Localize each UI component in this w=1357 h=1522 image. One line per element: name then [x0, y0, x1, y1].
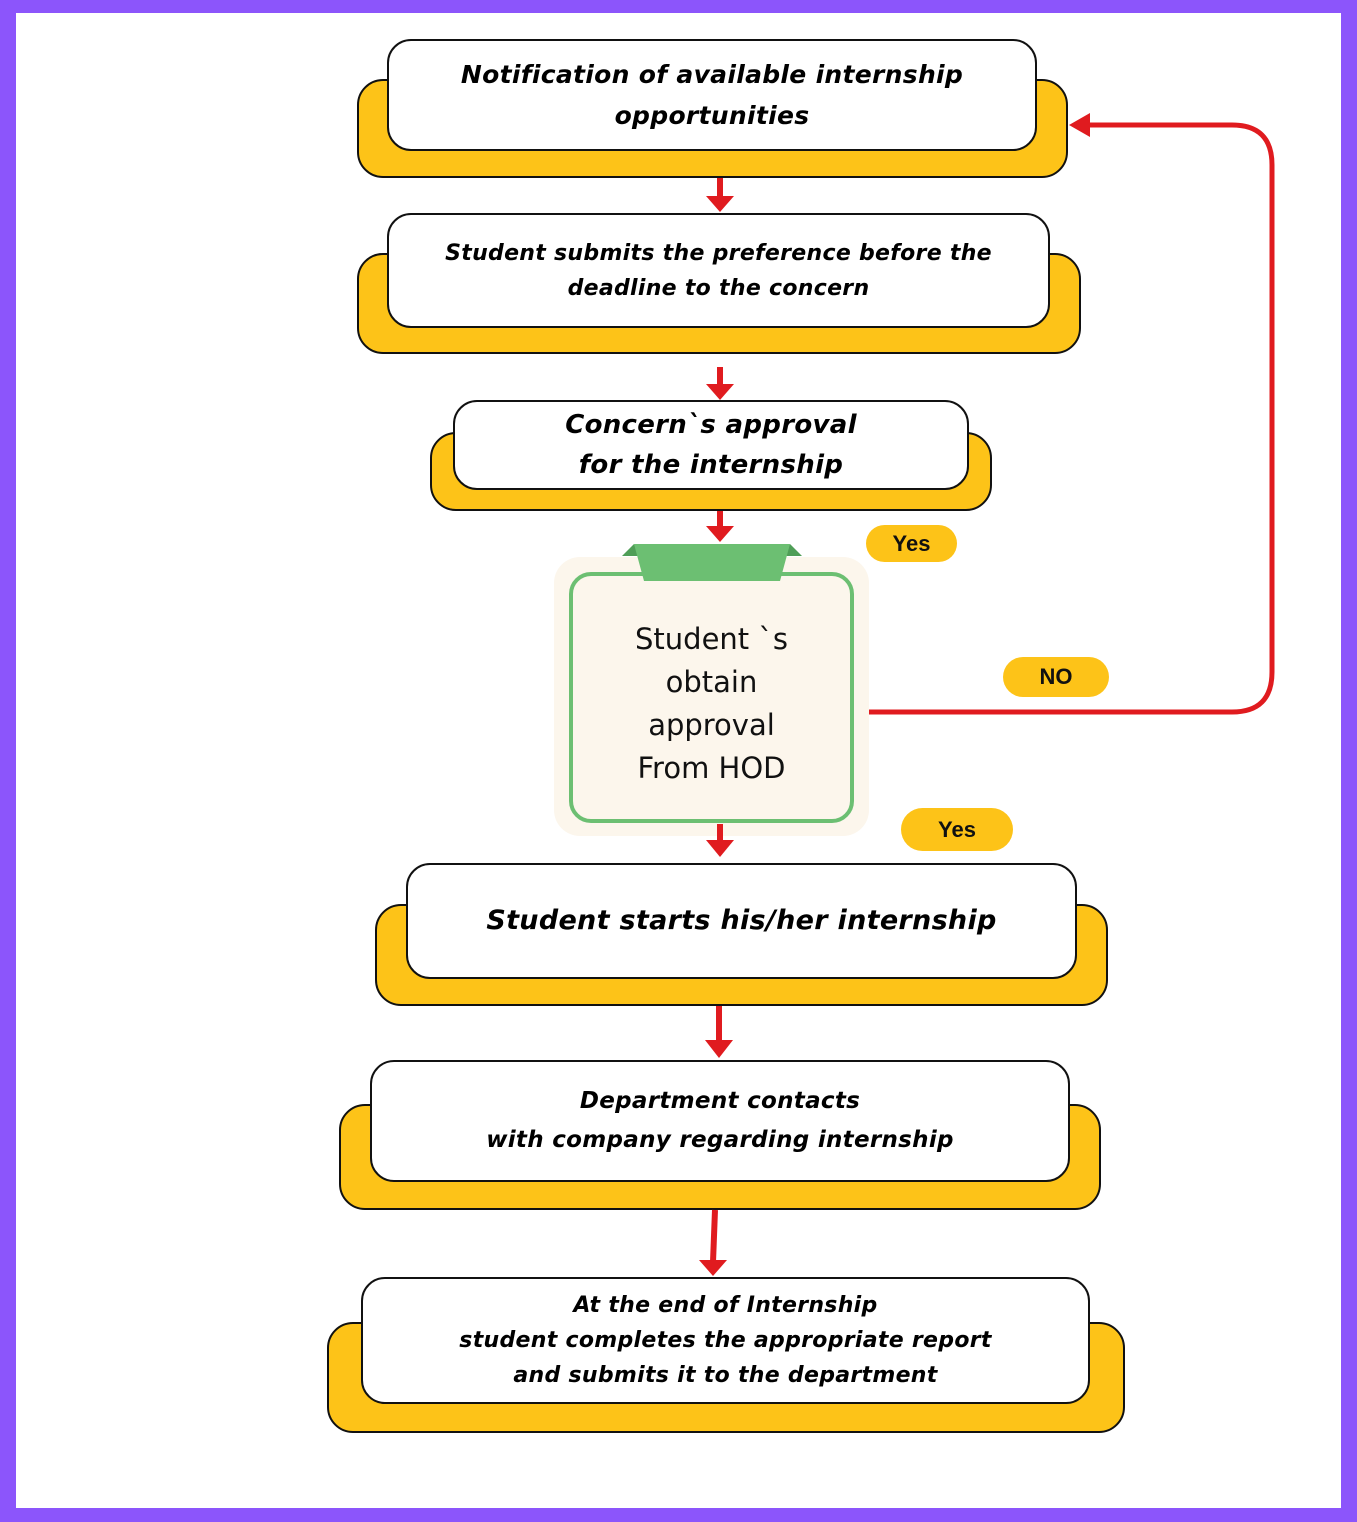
decision-text: Student `s obtain approval From HOD [635, 621, 788, 785]
step-6-box: Department contacts with company regardi… [370, 1060, 1070, 1182]
step-5-text: Student starts his/her internship [486, 905, 997, 936]
step-3-text: Concern`s approval for the internship [565, 410, 857, 480]
step-7-box: At the end of Internship student complet… [361, 1277, 1090, 1404]
step-2-text: Student submits the preference before th… [445, 240, 992, 301]
step-1-text: Notification of available internship opp… [460, 60, 964, 130]
no-label: NO [1003, 657, 1109, 697]
step-5-box: Student starts his/her internship [406, 863, 1077, 979]
step-1-box: Notification of available internship opp… [387, 39, 1037, 151]
yes-label-after-concern: Yes [866, 525, 957, 562]
yes-label-text: Yes [892, 530, 931, 556]
step-7-text: At the end of Internship student complet… [459, 1293, 992, 1388]
no-label-text: NO [1039, 664, 1073, 689]
step-3-box: Concern`s approval for the internship [453, 400, 969, 490]
yes-label-after-hod: Yes [901, 808, 1013, 851]
yes-label-text: Yes [938, 816, 976, 842]
step-2-box: Student submits the preference before th… [387, 213, 1050, 328]
step-6-text: Department contacts with company regardi… [486, 1088, 954, 1153]
decision-box: Student `s obtain approval From HOD [569, 572, 854, 823]
